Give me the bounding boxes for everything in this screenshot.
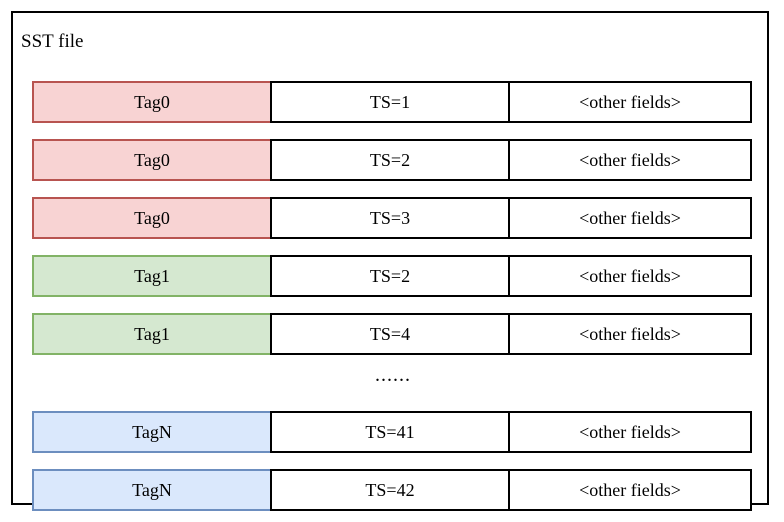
record-timestamp-cell: TS=3 bbox=[270, 197, 510, 239]
sst-file-label: SST file bbox=[21, 31, 84, 52]
record-timestamp-cell: TS=1 bbox=[270, 81, 510, 123]
record-tag-cell: Tag0 bbox=[32, 197, 272, 239]
record-other-fields-cell: <other fields> bbox=[508, 81, 752, 123]
record-other-fields-cell: <other fields> bbox=[508, 313, 752, 355]
record-timestamp-cell: TS=2 bbox=[270, 255, 510, 297]
record-other-fields-cell: <other fields> bbox=[508, 411, 752, 453]
record-tag-cell: TagN bbox=[32, 469, 272, 511]
record-tag-cell: Tag0 bbox=[32, 139, 272, 181]
record-timestamp-cell: TS=42 bbox=[270, 469, 510, 511]
record-other-fields-cell: <other fields> bbox=[508, 255, 752, 297]
record-other-fields-cell: <other fields> bbox=[508, 139, 752, 181]
record-tag-cell: Tag0 bbox=[32, 81, 272, 123]
ellipsis-separator: ...... bbox=[375, 363, 411, 386]
record-tag-cell: Tag1 bbox=[32, 255, 272, 297]
record-timestamp-cell: TS=2 bbox=[270, 139, 510, 181]
record-other-fields-cell: <other fields> bbox=[508, 469, 752, 511]
record-tag-cell: TagN bbox=[32, 411, 272, 453]
record-timestamp-cell: TS=41 bbox=[270, 411, 510, 453]
record-other-fields-cell: <other fields> bbox=[508, 197, 752, 239]
record-tag-cell: Tag1 bbox=[32, 313, 272, 355]
record-timestamp-cell: TS=4 bbox=[270, 313, 510, 355]
